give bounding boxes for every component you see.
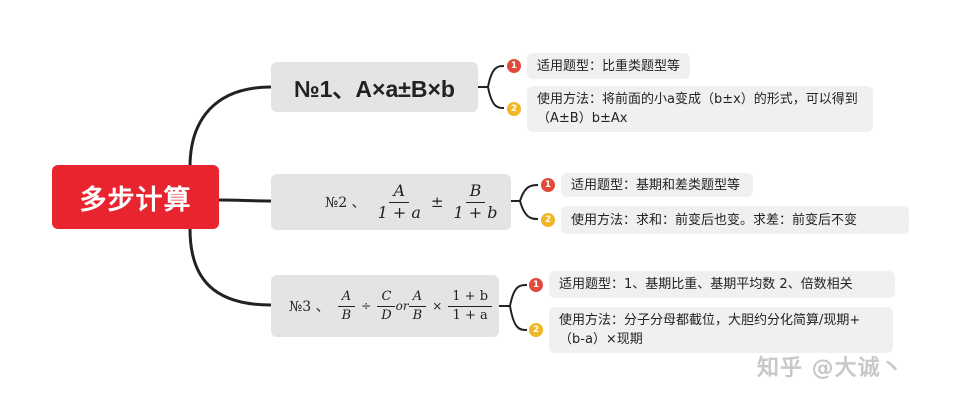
fraction-denominator: B (412, 307, 423, 323)
topic-node-2[interactable]: №2 、 A 1 + a ± B 1 + b (271, 174, 511, 230)
subtopic-text: 使用方法：将前面的小a变成（b±x）的形式，可以得到（A±B）b±Ax (537, 92, 858, 126)
fraction-numerator: C (377, 290, 396, 307)
subtopic-text: 使用方法：求和：前变后也变。求差：前变后不变 (571, 212, 858, 228)
subtopic-2-2[interactable]: 2 使用方法：求和：前变后也变。求差：前变后不变 (541, 206, 909, 234)
topic-node-3[interactable]: №3 、 A B ÷ C D or A B × 1 + b 1 + a (271, 275, 499, 337)
priority-2-icon: 2 (541, 213, 555, 227)
topic-3-operator-2: × (432, 299, 443, 313)
topic-3-fraction-3: A B (408, 290, 427, 323)
topic-3-prefix: №3 、 (289, 299, 330, 315)
fraction-denominator: 1 + b (453, 202, 498, 222)
subtopic-text: 使用方法：分子分母都截位，大胆约分化简算/现期+（b-a）×现期 (559, 313, 861, 347)
subtopic-2-1[interactable]: 1 适用题型：基期和差类题型等 (541, 173, 753, 197)
priority-2-icon: 2 (529, 323, 543, 337)
connector-root-topic3 (188, 228, 272, 307)
priority-2-icon: 2 (507, 102, 521, 116)
subtopic-3-2[interactable]: 2 使用方法：分子分母都截位，大胆约分化简算/现期+（b-a）×现期 (529, 307, 893, 353)
connector-root-topic1 (188, 85, 272, 168)
root-label: 多步计算 (79, 184, 192, 216)
fraction-denominator: 1 + a (452, 307, 488, 323)
topic-3-or: or (395, 299, 409, 313)
connector-topic1-brace (478, 65, 505, 109)
watermark: 知乎 @大诚丶 (757, 356, 904, 381)
topic-3-fraction-4: 1 + b 1 + a (448, 290, 493, 323)
root-node[interactable]: 多步计算 (52, 165, 219, 229)
connector-topic3-brace (499, 284, 528, 331)
priority-1-icon: 1 (507, 59, 521, 73)
priority-1-icon: 1 (529, 277, 543, 292)
topic-2-fraction-1: A 1 + a (374, 182, 425, 222)
subtopic-1-2[interactable]: 2 使用方法：将前面的小a变成（b±x）的形式，可以得到（A±B）b±Ax (507, 86, 873, 132)
topic-3-fraction-1: A B (337, 290, 356, 323)
fraction-denominator: B (341, 307, 352, 323)
subtopic-text: 适用题型：1、基期比重、基期平均数 2、倍数相关 (559, 277, 853, 292)
subtopic-1-1[interactable]: 1 适用题型：比重类题型等 (507, 53, 690, 79)
subtopic-text: 适用题型：基期和差类题型等 (571, 177, 741, 193)
fraction-numerator: 1 + b (448, 290, 493, 307)
topic-2-fraction-2: B 1 + b (449, 182, 501, 222)
connector-topic2-brace (511, 184, 539, 220)
fraction-denominator: 1 + a (377, 202, 421, 222)
topic-2-formula: №2 、 A 1 + a ± B 1 + b (325, 182, 501, 222)
topic-1-label: №1、A×a±B×b (294, 76, 455, 102)
fraction-numerator: A (389, 182, 410, 203)
topic-3-fraction-2: C D (377, 290, 396, 323)
fraction-denominator: D (381, 307, 392, 323)
topic-2-operator: ± (430, 193, 444, 211)
topic-2-prefix: №2 、 (325, 195, 366, 211)
subtopic-text: 适用题型：比重类题型等 (537, 58, 681, 74)
fraction-numerator: A (337, 290, 356, 307)
topic-3-operator-1: ÷ (361, 299, 372, 313)
subtopic-3-1[interactable]: 1 适用题型：1、基期比重、基期平均数 2、倍数相关 (529, 271, 895, 298)
connector-root-topic2 (218, 198, 272, 203)
fraction-numerator: B (465, 182, 486, 203)
priority-1-icon: 1 (541, 178, 555, 192)
fraction-numerator: A (408, 290, 427, 307)
topic-node-1[interactable]: №1、A×a±B×b (271, 62, 478, 112)
topic-3-formula: №3 、 A B ÷ C D or A B × 1 + b 1 + a (289, 290, 493, 323)
